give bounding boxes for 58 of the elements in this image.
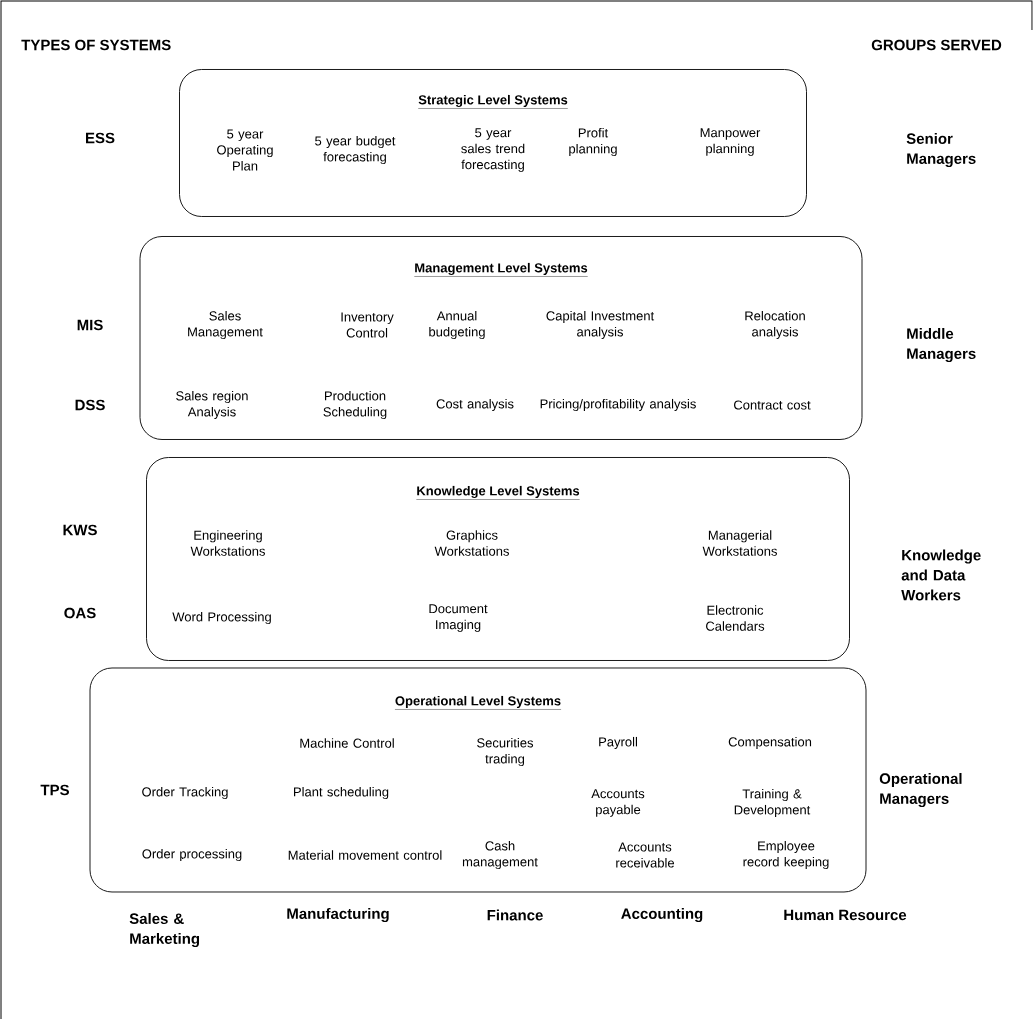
- system-label: Document Imaging: [429, 604, 488, 632]
- system-label: 5 year sales trend forecasting: [461, 128, 525, 172]
- system-label: Cash management: [462, 840, 538, 870]
- system-label: Order processing: [142, 848, 242, 862]
- side-label: Finance: [487, 909, 543, 921]
- system-label: Payroll: [599, 736, 637, 750]
- side-label: Human Resource: [784, 909, 907, 921]
- system-label: Sales region Analysis: [176, 390, 248, 420]
- system-label: Order Tracking: [142, 786, 228, 800]
- system-label: Accounts receivable: [616, 842, 675, 868]
- system-label: Profit planning: [569, 127, 617, 157]
- system-label: Contract cost: [734, 400, 811, 410]
- system-label: Material movement control: [288, 850, 442, 860]
- system-label: Cost analysis: [436, 398, 514, 412]
- box-heading: Knowledge Level Systems: [416, 485, 580, 500]
- system-label: Pricing/profitability analysis: [540, 398, 696, 412]
- level-box: [146, 457, 850, 661]
- system-label: Annual budgeting: [429, 310, 485, 340]
- side-label: GROUPS SERVED: [871, 39, 1002, 51]
- system-label: Compensation: [728, 736, 812, 750]
- system-label: Plant scheduling: [294, 786, 389, 800]
- side-label: DSS: [75, 399, 105, 411]
- system-label: Machine Control: [300, 738, 394, 748]
- side-label: KWS: [63, 524, 97, 536]
- side-label: TYPES OF SYSTEMS: [21, 39, 171, 51]
- system-label: Graphics Workstations: [434, 530, 509, 556]
- system-label: Inventory Control: [341, 312, 394, 338]
- side-label: TPS: [40, 784, 69, 796]
- system-label: Word Processing: [172, 611, 271, 625]
- side-label: Manufacturing: [287, 907, 389, 923]
- side-label: Knowledge and Data Workers: [901, 549, 981, 601]
- system-label: Engineering Workstations: [190, 530, 265, 556]
- level-box: [179, 69, 807, 217]
- system-label: Training & Development: [734, 788, 811, 818]
- system-label: Employee record keeping: [743, 840, 829, 870]
- side-label: Senior Managers: [906, 132, 976, 168]
- system-label: Capital Investment analysis: [546, 310, 655, 340]
- system-label: Relocation analysis: [745, 310, 805, 340]
- side-label: ESS: [86, 132, 115, 144]
- system-label: Securities trading: [477, 737, 534, 767]
- system-label: Electronic Calendars: [706, 605, 765, 631]
- level-box: [139, 236, 863, 440]
- system-label: 5 year Operating Plan: [217, 129, 273, 171]
- side-label: Sales & Marketing: [129, 912, 200, 948]
- side-label: OAS: [64, 607, 96, 619]
- system-label: Production Scheduling: [323, 390, 387, 420]
- box-heading: Strategic Level Systems: [418, 94, 568, 109]
- system-label: Managerial Workstations: [702, 530, 777, 556]
- system-label: Accounts payable: [591, 789, 645, 817]
- box-heading: Management Level Systems: [414, 262, 588, 277]
- side-label: Middle Managers: [907, 327, 976, 363]
- side-label: MIS: [77, 319, 103, 331]
- level-box: [89, 667, 867, 893]
- system-label: 5 year budget forecasting: [315, 135, 396, 165]
- system-label: Sales Management: [188, 310, 263, 340]
- box-heading: Operational Level Systems: [394, 695, 562, 710]
- system-label: Manpower planning: [700, 128, 761, 156]
- side-label: Accounting: [621, 907, 703, 923]
